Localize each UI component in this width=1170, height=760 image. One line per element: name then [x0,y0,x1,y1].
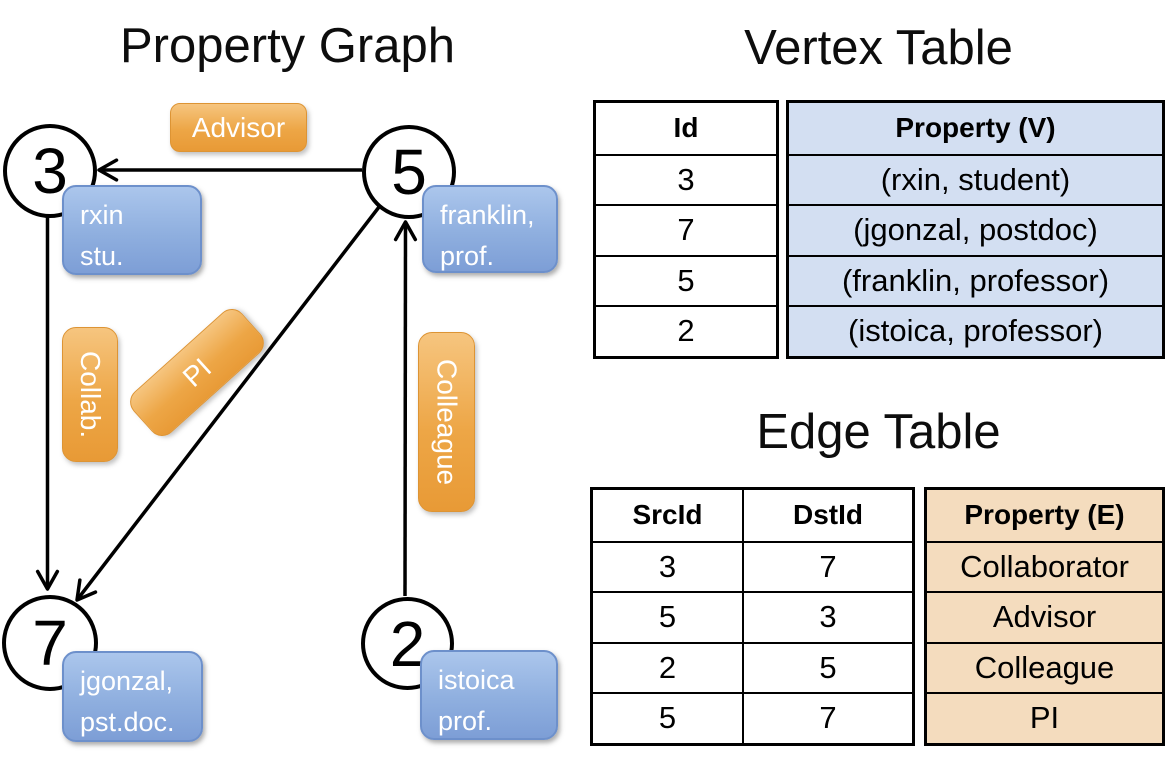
table-header-cell: Id [673,112,699,144]
node-property-line: stu. [80,240,124,271]
node-id-label: 2 [389,607,426,680]
edge-label-collab: Collab. [62,327,118,462]
node-property-line: istoica [438,665,515,695]
edge-table-id-columns: SrcId DstId 3 7 5 3 2 5 5 7 [590,487,915,746]
table-cell: PI [927,692,1162,743]
table-header-cell: SrcId [632,499,703,531]
table-cell: 7 [742,692,912,743]
property-graph-title: Property Graph [120,19,455,73]
node-property-box-2: istoica prof. [420,650,558,740]
table-cell: (franklin, professor) [789,254,1162,306]
node-property-box-7: jgonzal, pst.doc. [62,651,203,742]
table-cell: 2 [593,641,742,693]
node-property-line: prof. [438,705,493,736]
table-cell: 3 [742,591,912,642]
table-cell: Colleague [927,641,1162,693]
vertex-table: Id 3 7 5 2 Property (V) (rxin, student) … [593,100,1165,359]
node-property-line: jgonzal, [80,666,174,696]
graph-edges-svg [35,158,418,602]
node-id-label: 5 [391,136,427,208]
edge-table: SrcId DstId 3 7 5 3 2 5 5 7 Property (E)… [590,487,1165,746]
node-property-box-5: franklin, prof. [422,185,558,273]
vertex-table-id-column: Id 3 7 5 2 [593,100,779,359]
table-cell: (rxin, student) [789,153,1162,205]
vertex-table-property-column: Property (V) (rxin, student) (jgonzal, p… [786,100,1165,359]
edge-line-pi-5-to-7 [75,205,381,602]
table-cell: (jgonzal, postdoc) [789,204,1162,255]
table-cell: 5 [593,591,742,642]
table-cell: 7 [742,540,912,591]
node-property-line: prof. [440,240,495,271]
table-cell: 3 [596,153,776,205]
graph-node-2: 2 [361,597,454,690]
node-property-line: franklin, [440,200,535,230]
table-header-cell: Property (V) [895,112,1056,144]
edge-label-advisor: Advisor [170,103,307,152]
edge-label-colleague: Colleague [418,332,475,512]
table-header-cell: Property (E) [964,499,1125,531]
table-cell: 5 [596,254,776,306]
edge-line-colleague-2-to-5 [393,220,418,597]
node-property-box-3: rxin stu. [62,185,202,275]
table-cell: 5 [742,641,912,692]
table-cell: 7 [596,204,776,255]
table-header-cell: DstId [742,490,912,541]
edge-table-property-column: Property (E) Collaborator Advisor Collea… [924,487,1165,746]
node-property-line: rxin [80,200,124,230]
table-cell: Collaborator [927,540,1162,592]
table-cell: Advisor [927,591,1162,642]
table-cell: 5 [593,692,742,743]
node-id-label: 7 [32,607,68,679]
table-cell: 3 [593,540,742,592]
node-property-line: pst.doc. [80,706,175,737]
node-id-label: 3 [32,135,68,207]
table-cell: (istoica, professor) [789,305,1162,356]
graph-node-5: 5 [362,125,456,219]
vertex-table-title: Vertex Table [744,21,1013,75]
edge-table-title: Edge Table [756,405,1001,459]
table-cell: 2 [596,305,776,356]
